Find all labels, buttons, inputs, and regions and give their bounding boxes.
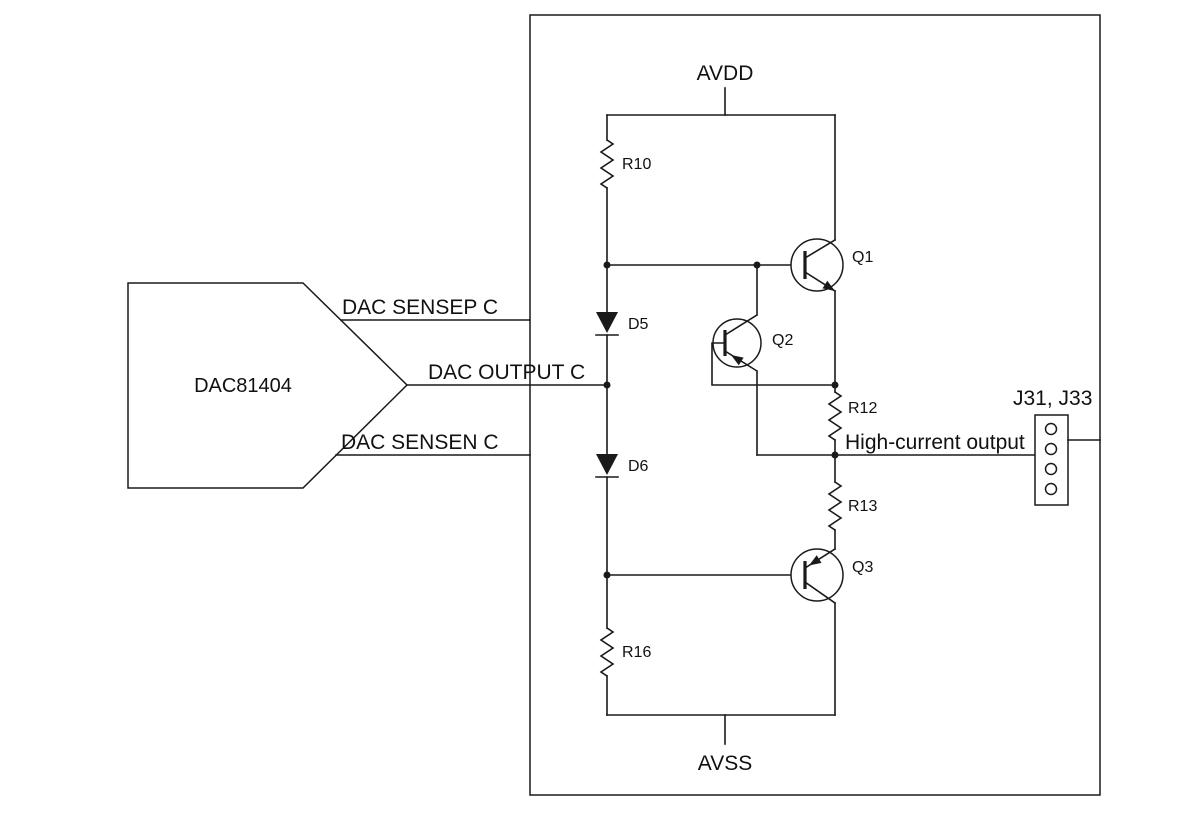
label-dac-output: DAC OUTPUT C: [428, 361, 585, 384]
resistor-r13: [827, 480, 843, 532]
label-d6: D6: [628, 458, 649, 475]
label-connector: J31, J33: [1013, 387, 1092, 410]
label-sensep: DAC SENSEP C: [342, 296, 498, 319]
junction-dot: [831, 381, 839, 389]
dac-block: DAC81404: [127, 282, 409, 489]
label-avss: AVSS: [698, 752, 752, 775]
junction-dots: [603, 261, 839, 579]
junction-dot: [603, 261, 611, 269]
label-r16: R16: [622, 644, 651, 661]
q2-emitter-arrow: [731, 355, 744, 366]
resistor-r10: [599, 138, 615, 190]
label-q2: Q2: [772, 332, 793, 349]
bias-chain: R10 D5 D6 R16: [595, 114, 651, 716]
diode-d6: [596, 454, 618, 475]
connector-pin-2: [1044, 442, 1058, 456]
q1-emitter-arrow: [822, 280, 835, 291]
transistor-q1: Q1: [606, 238, 873, 293]
connector-pin-1: [1044, 422, 1058, 436]
label-q3: Q3: [852, 559, 873, 576]
label-r10: R10: [622, 156, 651, 173]
q1-body: [790, 238, 844, 292]
q1-collector-lead: [803, 238, 837, 260]
dac-block-outline: [127, 282, 409, 489]
q3-collector-lead: [803, 580, 837, 605]
label-r13: R13: [848, 498, 877, 515]
resistor-r16: [599, 626, 615, 678]
diode-d5: [596, 312, 618, 333]
wire-q2-base-net: [711, 342, 836, 386]
dac-block-label: DAC81404: [194, 375, 292, 397]
label-sensen: DAC SENSEN C: [341, 431, 499, 454]
label-avdd: AVDD: [697, 62, 754, 85]
boundary-rect: [529, 14, 1101, 796]
connector-pin-4: [1044, 482, 1058, 496]
output-chain: R12 R13: [827, 114, 877, 716]
junction-dot: [753, 261, 761, 269]
transistor-q3: Q3: [606, 547, 873, 605]
junction-dot: [603, 571, 611, 579]
power-rails: AVDD AVSS: [606, 62, 836, 775]
connector-pin-3: [1044, 462, 1058, 476]
label-high-current-output: High-current output: [845, 431, 1025, 454]
label-r12: R12: [848, 400, 877, 417]
output-connector: High-current output J31, J33: [756, 387, 1101, 506]
label-q1: Q1: [852, 249, 873, 266]
resistor-r12: [827, 390, 843, 442]
q3-emitter-arrow: [809, 555, 822, 566]
label-d5: D5: [628, 316, 649, 333]
junction-dot: [603, 381, 611, 389]
q2-body: [712, 318, 762, 368]
junction-dot: [831, 451, 839, 459]
wire-q2-collector: [723, 264, 759, 337]
dac-signal-lines: DAC SENSEP C DAC OUTPUT C DAC SENSEN C: [335, 296, 608, 456]
transistor-q2: Q2: [711, 264, 836, 456]
boundary-box: [529, 14, 1101, 796]
